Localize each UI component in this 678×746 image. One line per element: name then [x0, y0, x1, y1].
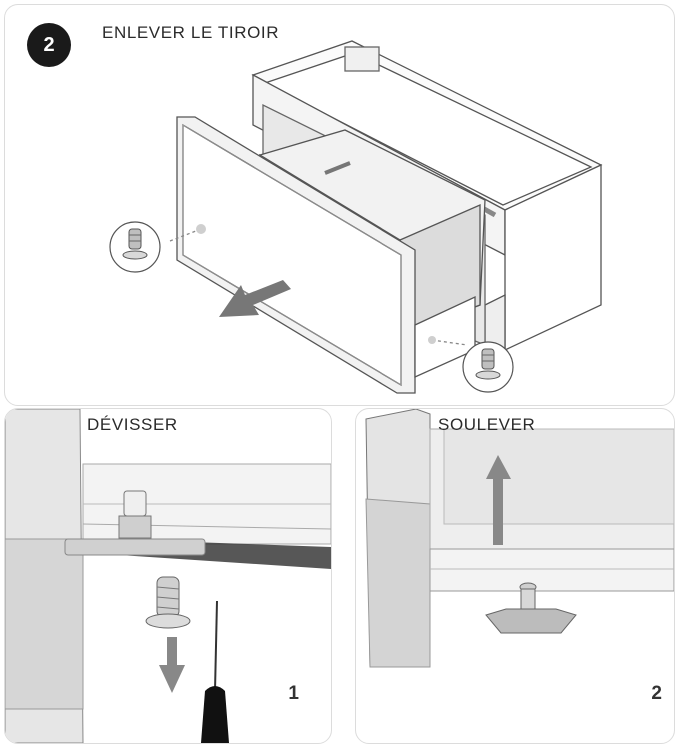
- arrow-out-icon: [219, 280, 291, 317]
- step-badge: 2: [27, 23, 71, 67]
- unscrew-detail-panel: DÉVISSER 1: [4, 408, 332, 744]
- screw-icon: [475, 348, 501, 380]
- drawer-front: [176, 116, 476, 394]
- unscrew-title: DÉVISSER: [87, 415, 178, 434]
- substep-number: 1: [288, 683, 299, 704]
- lift-detail-panel: SOULEVER 2: [355, 408, 675, 744]
- substep-number: 2: [651, 683, 662, 704]
- main-title: ENLEVER LE TIROIR: [102, 23, 280, 42]
- unscrew-illustration: [5, 409, 331, 743]
- lift-illustration: [365, 409, 674, 668]
- screwdriver-icon: [201, 600, 229, 743]
- main-diagram-panel: 2 ENLEVER LE TIROIR: [4, 4, 675, 406]
- arrow-up-icon: [486, 455, 511, 545]
- screw-callout-left: [109, 221, 206, 273]
- arrow-down-icon: [159, 637, 185, 693]
- lift-title: SOULEVER: [438, 415, 536, 434]
- screw-callout-right: [428, 336, 514, 393]
- vanity-cabinet-illustration: [109, 40, 603, 394]
- screw-icon: [122, 228, 148, 260]
- bracket-part: [485, 582, 577, 634]
- screw-icon: [145, 576, 191, 629]
